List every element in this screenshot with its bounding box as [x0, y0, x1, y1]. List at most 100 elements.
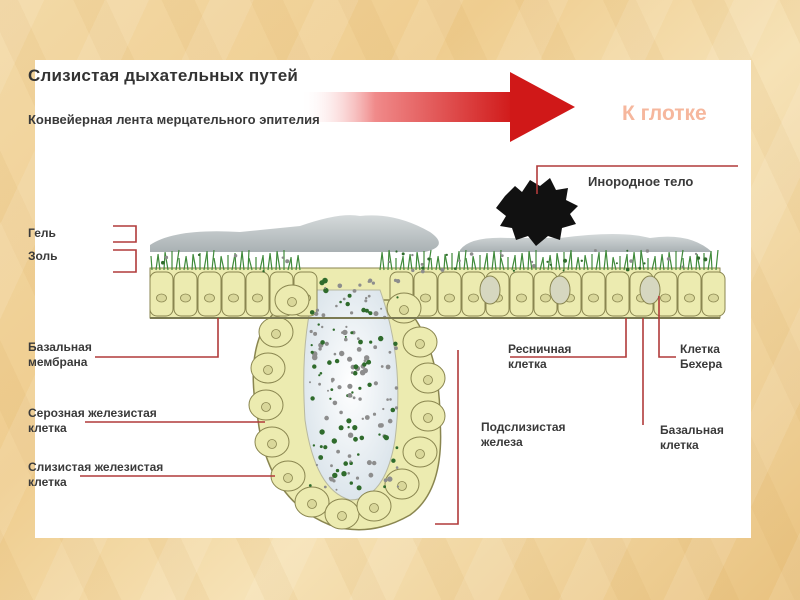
cilium [687, 256, 691, 271]
secretion-granule [339, 300, 342, 304]
cilium [213, 257, 217, 271]
secretion-granule [347, 432, 354, 438]
label-mucous-cell: Слизистая железистая клетка [28, 460, 164, 489]
surface-granule [233, 254, 238, 258]
secretion-granule [358, 339, 363, 345]
cell-nucleus [516, 293, 527, 303]
cilium [640, 249, 645, 271]
cell-nucleus [660, 293, 671, 303]
cilium [206, 250, 209, 271]
secretion-granule [373, 381, 378, 386]
cilium [598, 251, 601, 271]
secretion-granule [388, 350, 392, 354]
cilium [379, 252, 383, 271]
cilium [430, 257, 433, 271]
cell-nucleus [444, 293, 455, 303]
secretion-granule [347, 383, 353, 389]
secretion-granule [317, 323, 320, 326]
cilium [163, 252, 166, 271]
secretion-granule [349, 481, 353, 485]
secretion-granule [396, 296, 399, 299]
cilium [247, 249, 250, 271]
cilium [651, 256, 656, 271]
cilium [486, 252, 489, 271]
surface-granule [625, 267, 630, 272]
secretion-granule [346, 418, 352, 424]
secretion-granule [372, 412, 377, 416]
secretion-granule [383, 485, 386, 489]
secretion-granule [309, 381, 311, 384]
secretion-granule [378, 433, 381, 436]
cilium [248, 257, 253, 271]
cilium [483, 253, 488, 271]
secretion-granule [318, 455, 324, 460]
secretion-granule [387, 476, 393, 482]
secretion-granule [335, 488, 338, 491]
secretion-granule [315, 463, 318, 467]
cilium [528, 250, 533, 271]
surface-granule [411, 268, 415, 273]
gland-cell-nucleus [287, 297, 297, 307]
cilia-layer [150, 249, 719, 271]
secretion-granule [353, 364, 359, 370]
secretion-granule [352, 289, 357, 293]
secretion-granule [327, 389, 329, 392]
secretion-granule [330, 464, 333, 468]
surface-granule [388, 260, 391, 264]
cilium [511, 255, 516, 271]
secretion-granule [396, 485, 399, 488]
secretion-granule [357, 453, 360, 456]
secretion-granule [321, 325, 324, 329]
secretion-granule [369, 340, 373, 344]
cilium [157, 253, 161, 271]
gland-cell-nucleus [261, 402, 271, 412]
cilium [443, 254, 446, 271]
secretion-granule [391, 458, 396, 463]
secretion-granules [161, 249, 708, 491]
secretion-granule [345, 325, 348, 328]
secretion-granule [330, 388, 334, 391]
secretion-granule [361, 417, 364, 420]
cilium [493, 250, 497, 271]
secretion-granule [341, 471, 347, 477]
foreign-body-particle [496, 178, 578, 246]
secretion-granule [356, 347, 362, 352]
secretion-granule [332, 328, 335, 331]
secretion-granule [365, 362, 369, 365]
cilium [267, 253, 271, 271]
secretion-granule [323, 445, 328, 450]
gland-cell-nucleus [369, 503, 379, 513]
goblet-cell [479, 275, 501, 305]
secretion-granule [332, 400, 338, 406]
surface-granule [629, 259, 633, 263]
surface-granule [197, 253, 201, 257]
cilium [661, 253, 665, 271]
secretion-granule [347, 454, 352, 458]
label-gel: Гель [28, 226, 56, 240]
gland-cell-nucleus [271, 329, 281, 339]
cilium [276, 250, 281, 271]
cilium [191, 254, 194, 271]
secretion-granule [308, 484, 312, 487]
secretion-granule [358, 397, 362, 401]
secretion-granule [373, 345, 378, 350]
secretion-granule [310, 350, 314, 354]
surface-granule [427, 257, 431, 261]
label-basal-membrane: Базальная мембрана [28, 340, 92, 369]
secretion-granule [318, 374, 321, 377]
gland-cell-nucleus [415, 449, 425, 459]
secretion-granule [324, 341, 329, 346]
secretion-granule [320, 340, 325, 345]
cilium [241, 250, 245, 271]
secretion-granule [383, 478, 388, 483]
secretion-granule [359, 435, 365, 441]
cilium [584, 254, 589, 271]
cilium [416, 251, 421, 271]
cilium [164, 251, 169, 271]
surface-granule [262, 270, 265, 273]
cilium [710, 250, 713, 271]
cilium [715, 249, 719, 271]
cilium [239, 251, 243, 271]
surface-granule [703, 257, 708, 262]
secretion-granule [395, 466, 399, 469]
